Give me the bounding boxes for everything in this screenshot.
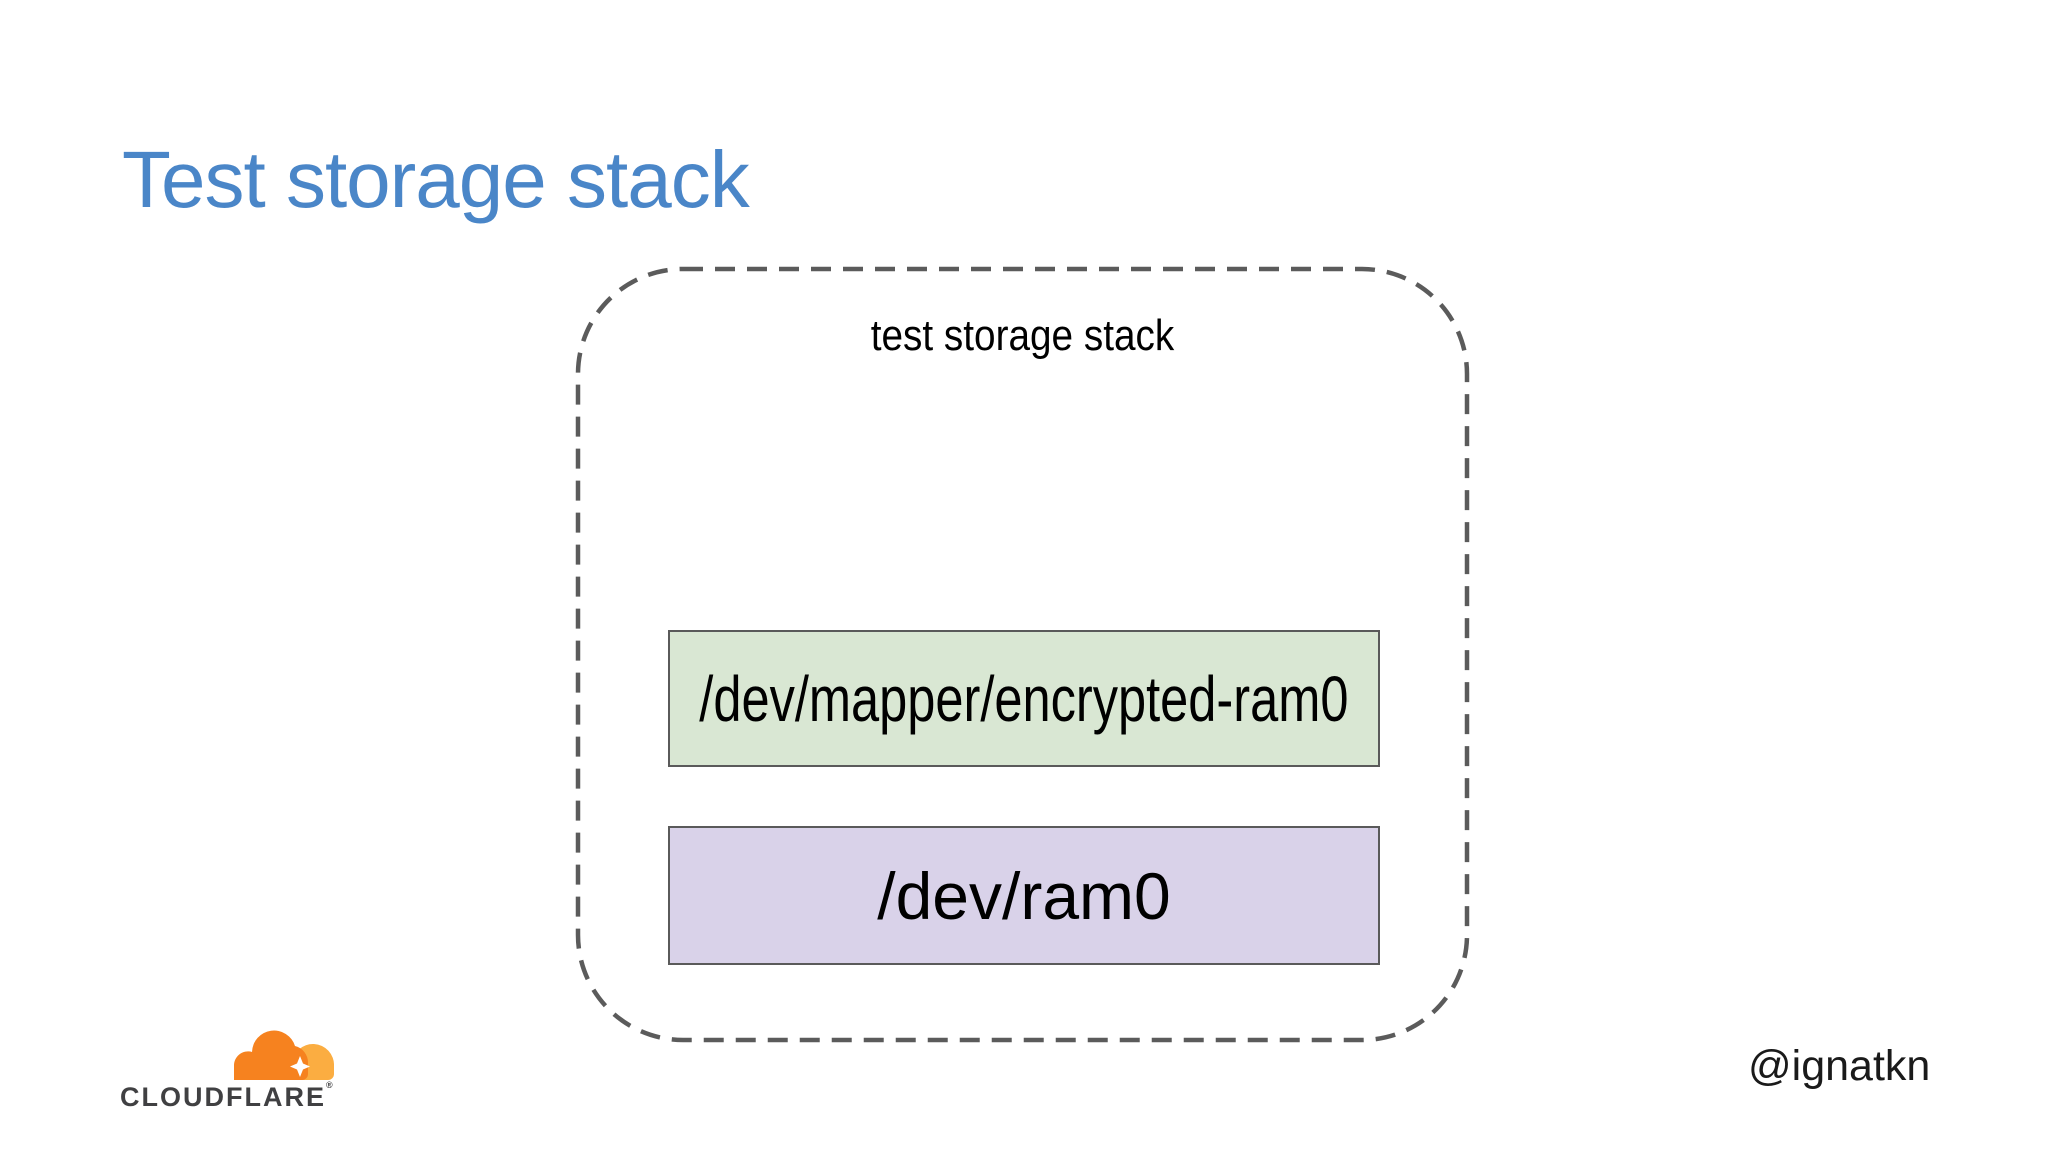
dashed-border	[575, 266, 1470, 1043]
cloudflare-wordmark: CLOUDFLARE®	[120, 1080, 333, 1113]
page-title: Test storage stack	[122, 135, 750, 224]
cloudflare-wordmark-text: CLOUDFLARE	[120, 1082, 326, 1112]
author-handle: @ignatkn	[1748, 1042, 1931, 1090]
test-storage-stack-group: test storage stack /dev/mapper/encrypted…	[575, 266, 1470, 1043]
node-label: /dev/ram0	[877, 858, 1171, 933]
node-label: /dev/mapper/encrypted-ram0	[699, 662, 1349, 735]
cloudflare-logo: CLOUDFLARE®	[120, 1028, 340, 1112]
node-dev-mapper-encrypted-ram0: /dev/mapper/encrypted-ram0	[668, 630, 1380, 767]
cloudflare-cloud-icon	[233, 1030, 334, 1080]
registered-trademark-symbol: ®	[325, 1080, 333, 1090]
node-dev-ram0: /dev/ram0	[668, 826, 1380, 965]
group-label: test storage stack	[870, 311, 1175, 360]
